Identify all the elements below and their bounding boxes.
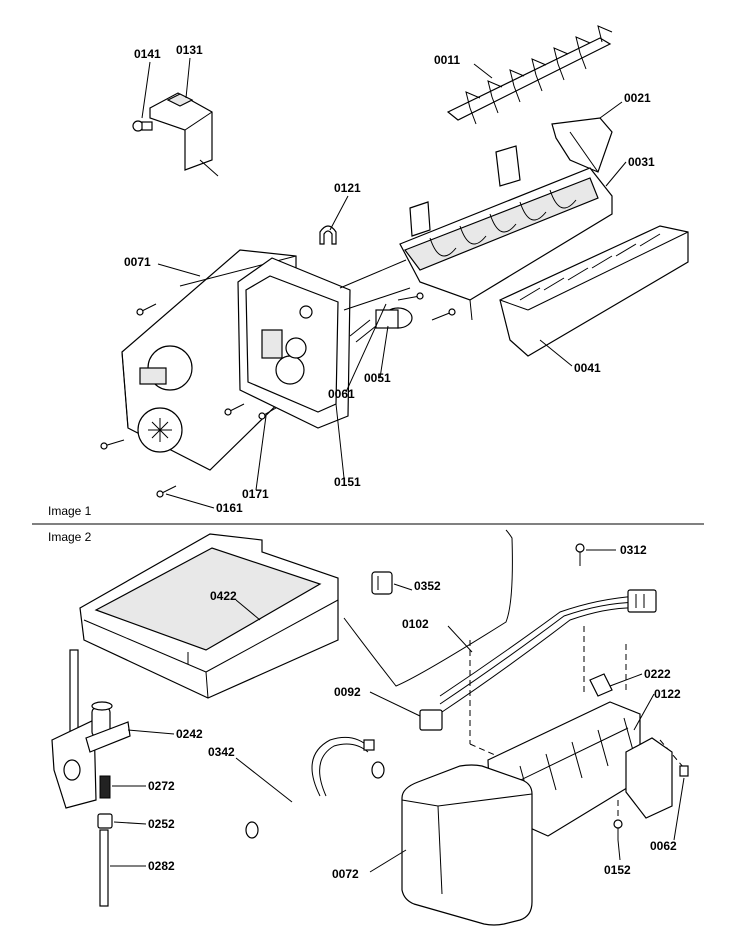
label-0031: 0031 [628, 155, 655, 169]
mounting-bracket-0131 [149, 92, 219, 177]
label-0171: 0171 [242, 487, 269, 501]
wire-harness-0102 [343, 529, 657, 713]
label-0422: 0422 [210, 589, 237, 603]
label-0282: 0282 [148, 859, 175, 873]
label-0051: 0051 [364, 371, 391, 385]
ice-bin-0422 [79, 533, 339, 699]
label-0152: 0152 [604, 863, 631, 877]
section-label-image1: Image 1 [48, 504, 92, 518]
label-0092: 0092 [334, 685, 361, 699]
label-0061: 0061 [328, 387, 355, 401]
stripper-0021 [551, 117, 613, 173]
label-0222: 0222 [644, 667, 671, 681]
screw-0062 [679, 765, 689, 777]
motor-0051 [349, 307, 413, 343]
clip-0352 [371, 571, 393, 595]
screw-0312 [575, 543, 585, 566]
ejector-blade-0011 [446, 25, 613, 125]
label-0312: 0312 [620, 543, 647, 557]
front-cover-0041 [499, 225, 689, 357]
label-0242: 0242 [176, 727, 203, 741]
label-0121: 0121 [334, 181, 361, 195]
label-0151: 0151 [334, 475, 361, 489]
label-0041: 0041 [574, 361, 601, 375]
label-0252: 0252 [148, 817, 175, 831]
fill-tube-0342 [245, 736, 385, 839]
section-label-image2: Image 2 [48, 530, 92, 544]
clip-0121 [319, 225, 337, 245]
label-0122: 0122 [654, 687, 681, 701]
motor-module-0151 [237, 257, 351, 429]
label-0272: 0272 [148, 779, 175, 793]
label-0072: 0072 [332, 867, 359, 881]
guide-lines-1 [339, 259, 411, 311]
label-0352: 0352 [414, 579, 441, 593]
bracket-screw-0141 [132, 120, 153, 132]
cover-0072 [401, 764, 533, 926]
label-0141: 0141 [134, 47, 161, 61]
label-0161: 0161 [216, 501, 243, 515]
label-0342: 0342 [208, 745, 235, 759]
water-valve-0242 [51, 649, 131, 809]
label-0102: 0102 [402, 617, 429, 631]
leader-lines-2 [110, 549, 685, 873]
label-0021: 0021 [624, 91, 651, 105]
label-0062: 0062 [650, 839, 677, 853]
leader-lines-1 [141, 57, 627, 509]
screws [100, 292, 456, 498]
valve-fittings [97, 775, 113, 907]
bracket-0222 [589, 673, 613, 697]
screw-0152 [613, 819, 623, 840]
ice-mold-0031 [399, 145, 613, 321]
label-0131: 0131 [176, 43, 203, 57]
label-0071: 0071 [124, 255, 151, 269]
connector-0092 [419, 709, 443, 731]
label-0011: 0011 [434, 53, 460, 67]
